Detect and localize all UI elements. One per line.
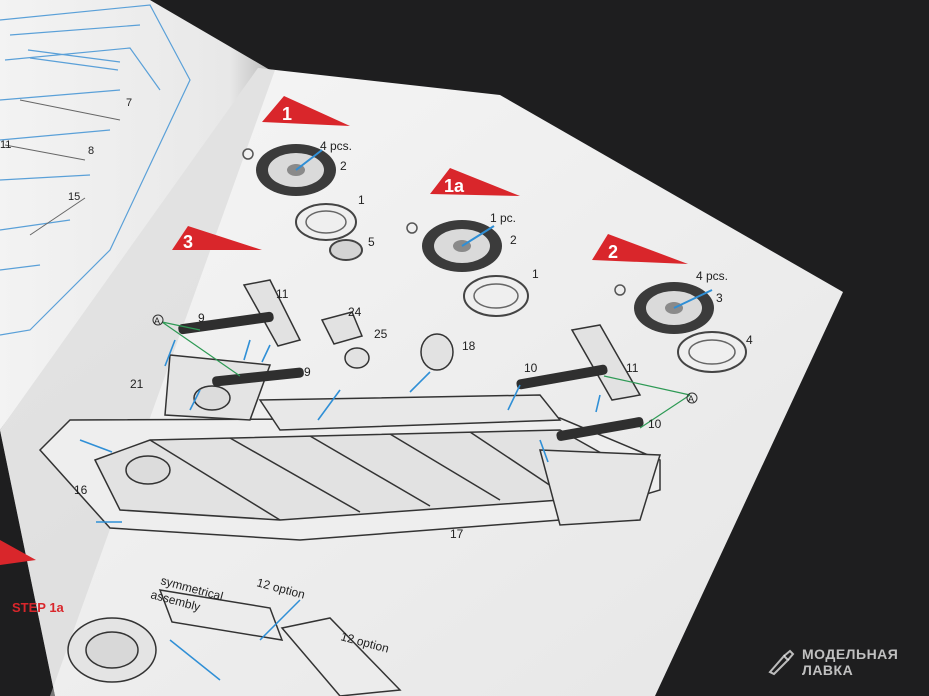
marker-a-right: A bbox=[688, 394, 694, 404]
step-flags bbox=[0, 96, 688, 565]
step3-part-10a: 10 bbox=[524, 361, 538, 375]
step1a-number: 1a bbox=[444, 176, 465, 196]
step2-qty: 4 pcs. bbox=[696, 269, 728, 283]
step3-chassis-drawing bbox=[38, 279, 662, 541]
left-part-11: 11 bbox=[0, 139, 11, 151]
step3-number: 3 bbox=[183, 232, 193, 252]
step1-wheel-assembly bbox=[242, 144, 363, 261]
step3-part-10b: 10 bbox=[648, 417, 662, 431]
step1a-part-2: 2 bbox=[510, 233, 517, 247]
instruction-page bbox=[0, 68, 843, 696]
step1-qty: 4 pcs. bbox=[320, 139, 352, 153]
step2-part-4: 4 bbox=[746, 333, 753, 347]
step3-part-18: 18 bbox=[462, 339, 476, 353]
step1-number: 1 bbox=[282, 104, 292, 124]
step3-part-25: 25 bbox=[374, 327, 388, 341]
step3-part-11a: 11 bbox=[276, 287, 289, 301]
left-part-15: 15 bbox=[68, 191, 80, 203]
step3-part-21: 21 bbox=[130, 377, 144, 391]
step2-part-3: 3 bbox=[716, 291, 723, 305]
labels: 1 1a 3 2 4 pcs. 2 1 5 1 pc. 2 1 4 pcs. 3… bbox=[0, 97, 753, 656]
watermark-line2: ЛАВКА bbox=[802, 662, 854, 678]
step1-part-2: 2 bbox=[340, 159, 347, 173]
watermark: МОДЕЛЬНАЯ ЛАВКА bbox=[766, 644, 926, 684]
watermark-line1: МОДЕЛЬНАЯ bbox=[802, 646, 899, 662]
leaf-springs bbox=[178, 311, 644, 441]
step1-part-1: 1 bbox=[358, 193, 365, 207]
step1-part-5: 5 bbox=[368, 235, 375, 249]
step2-wheel-assembly bbox=[614, 282, 747, 373]
leader-lines bbox=[161, 321, 691, 429]
step3-part-9a: 9 bbox=[198, 311, 205, 325]
step3-part-16: 16 bbox=[74, 483, 88, 497]
step2-number: 2 bbox=[608, 242, 618, 262]
step3-part-11b: 11 bbox=[626, 361, 639, 375]
step3-part-17: 17 bbox=[450, 527, 464, 541]
step1a-qty: 1 pc. bbox=[490, 211, 516, 225]
step1a-wheel-assembly bbox=[406, 220, 529, 317]
step3-part-9b: 9 bbox=[304, 365, 311, 379]
marker-a-left: A bbox=[154, 316, 160, 326]
left-part-7: 7 bbox=[126, 97, 132, 109]
left-part-8: 8 bbox=[88, 145, 94, 157]
step3-part-24: 24 bbox=[348, 305, 362, 319]
watermark-text: МОДЕЛЬНАЯ ЛАВКА bbox=[802, 646, 898, 678]
brush-icon bbox=[768, 649, 795, 676]
left-page bbox=[0, 0, 270, 430]
bottom-step-label: STEP 1a bbox=[12, 600, 65, 615]
callout-arrows bbox=[79, 339, 601, 523]
step1a-part-1: 1 bbox=[532, 267, 539, 281]
bottom-assembly-drawing bbox=[67, 589, 402, 696]
